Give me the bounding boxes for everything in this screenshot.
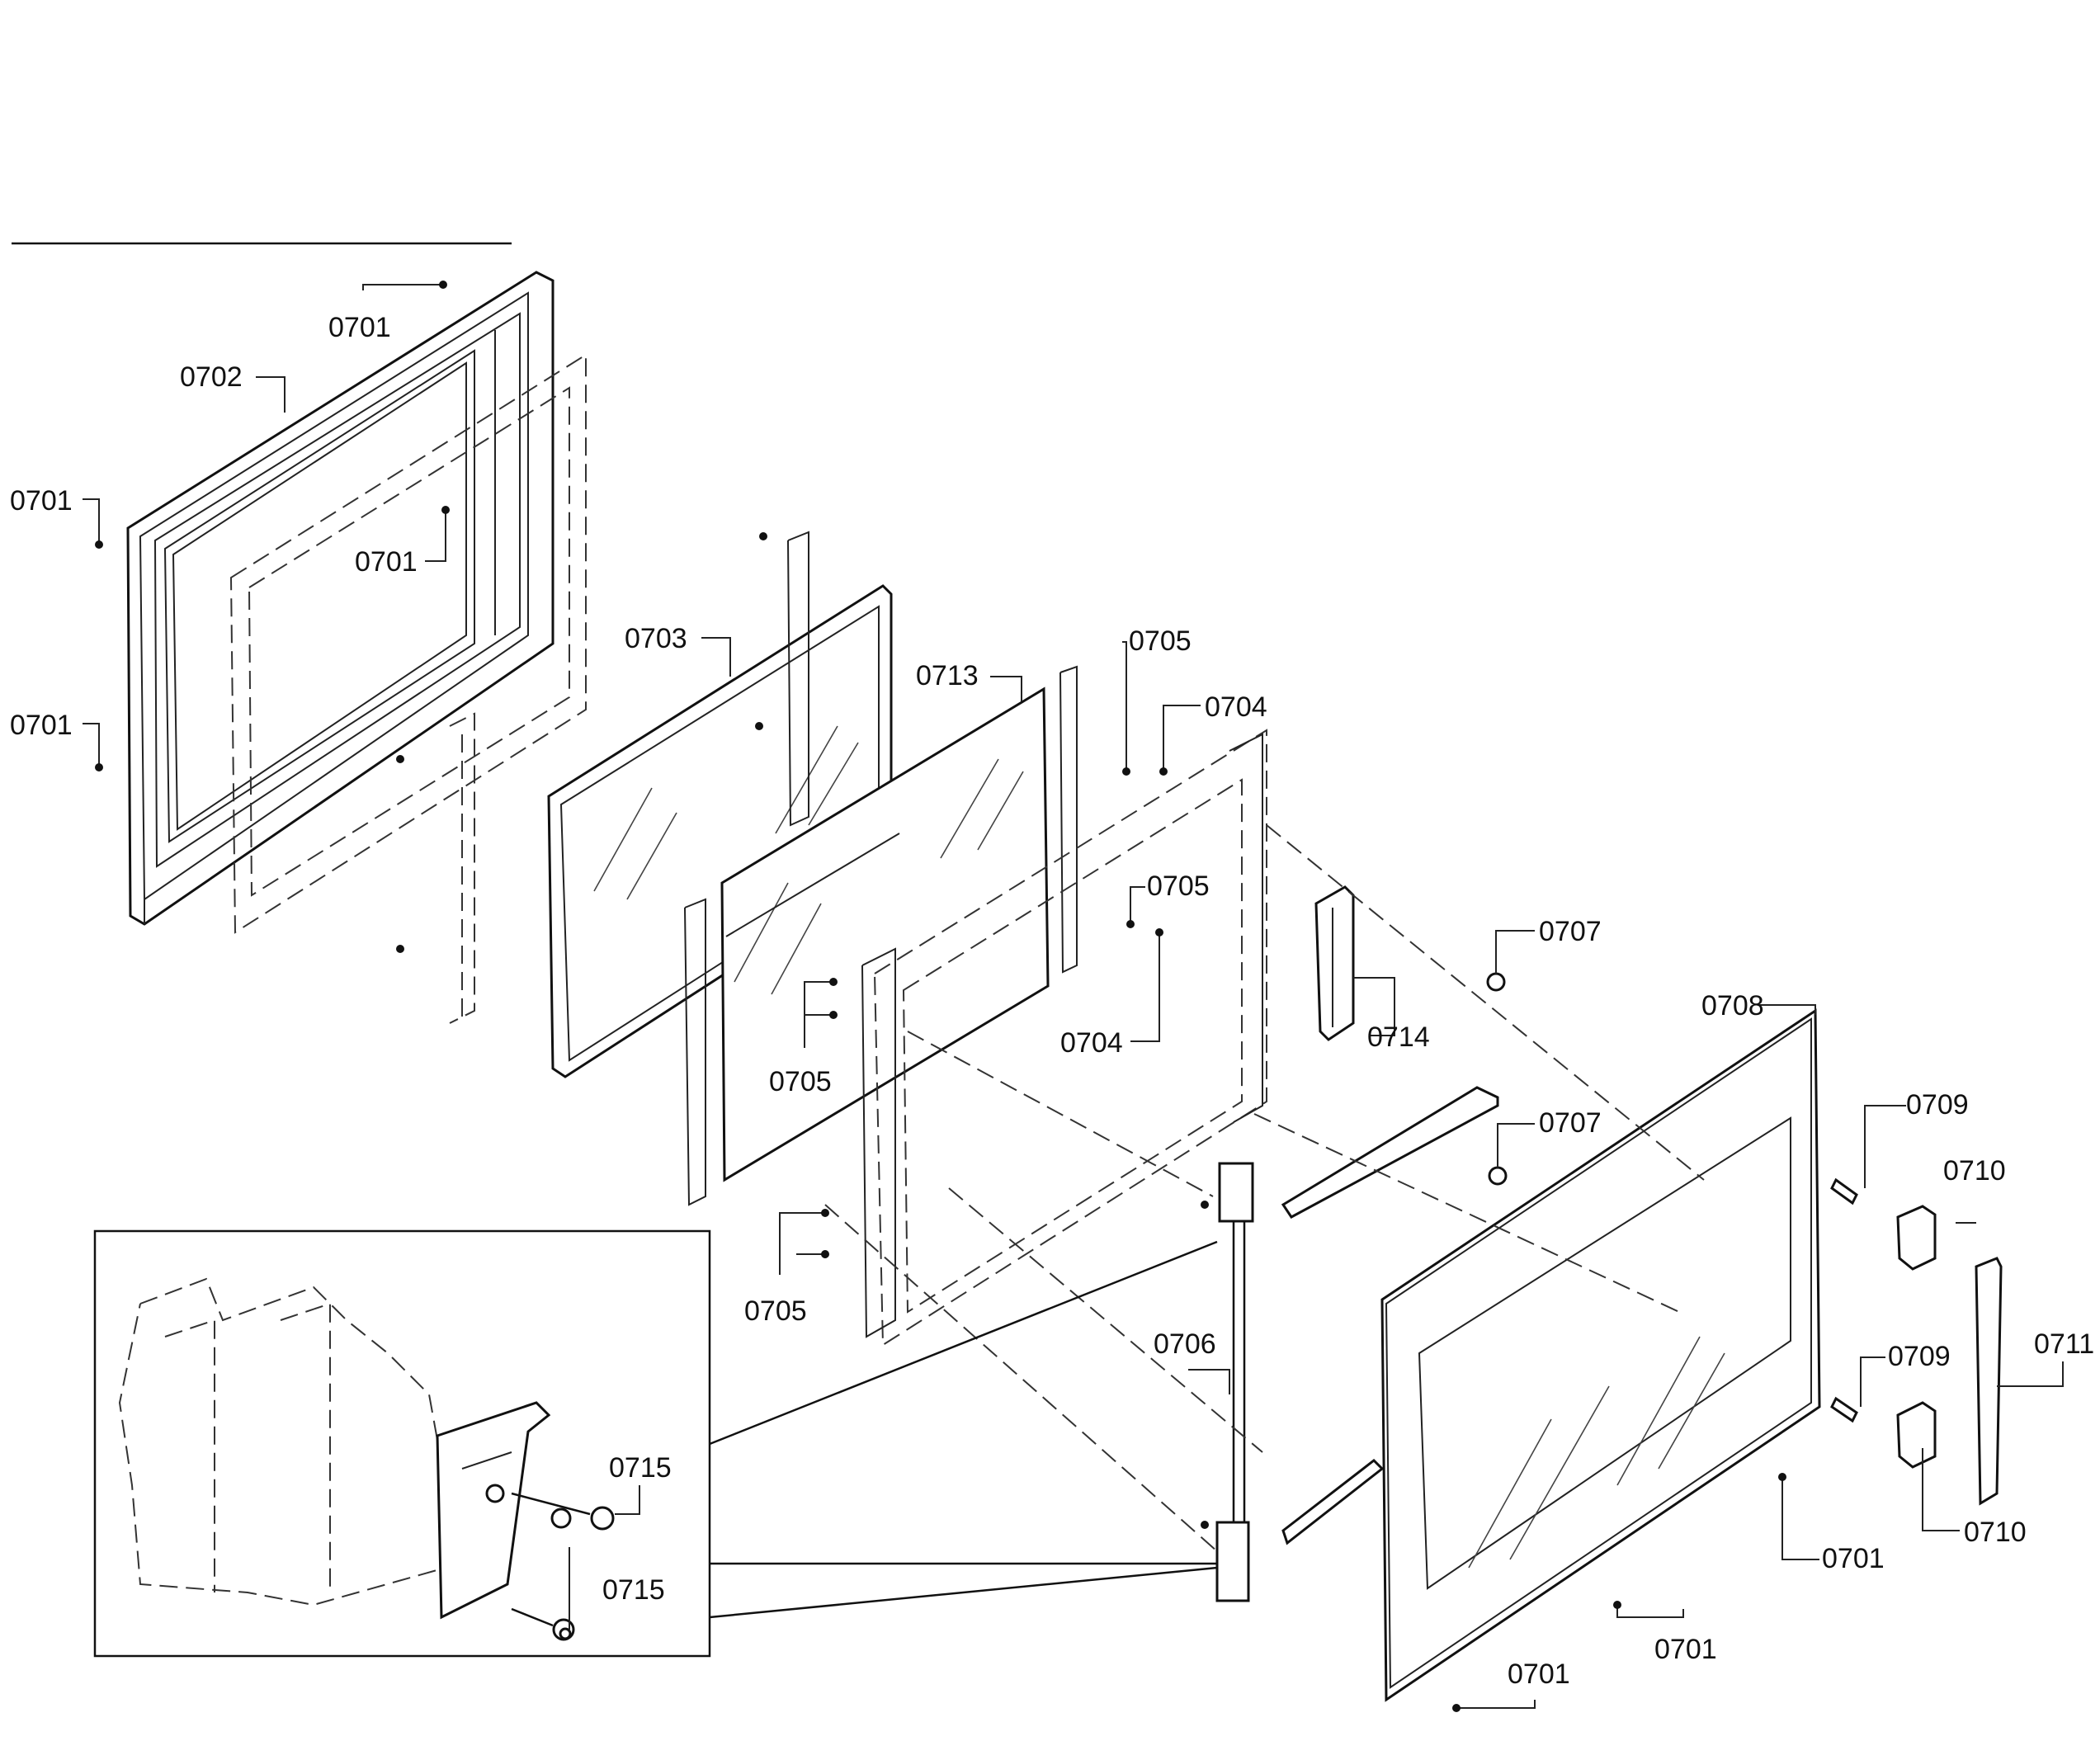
label-0701-right: 0701	[1822, 1543, 1885, 1574]
assembly-guide-lines	[824, 824, 1705, 1552]
label-0703: 0703	[625, 623, 687, 654]
label-0710-top: 0710	[1943, 1155, 2006, 1187]
middle-glass-part	[720, 686, 1050, 1182]
label-0705-top: 0705	[1129, 625, 1192, 657]
label-0715-bottom: 0715	[602, 1574, 665, 1606]
door-frame-part	[126, 271, 554, 926]
hinge-rod-part	[1215, 1162, 1254, 1602]
hinge-arm-part	[1281, 1086, 1499, 1545]
label-0701-left-lower: 0701	[10, 710, 73, 741]
label-0714: 0714	[1367, 1021, 1430, 1053]
callout-leaders	[83, 281, 2064, 1712]
label-0701-bottom-middle: 0701	[1654, 1634, 1717, 1665]
label-0701-top: 0701	[328, 312, 391, 343]
label-0715-top: 0715	[609, 1452, 672, 1484]
washer-part	[1486, 972, 1506, 992]
label-0706: 0706	[1154, 1328, 1216, 1360]
handle-pin-part	[1830, 1177, 1858, 1423]
label-0704-top: 0704	[1205, 691, 1267, 723]
label-0708: 0708	[1701, 990, 1764, 1021]
label-0711: 0711	[2034, 1328, 2094, 1360]
label-0701-inner: 0701	[355, 546, 418, 578]
inset-leader-lines	[709, 1240, 1218, 1619]
hinge-bracket-part	[1314, 885, 1355, 1041]
label-0709-bottom: 0709	[1888, 1341, 1951, 1372]
glass-clip-part	[1059, 665, 1078, 974]
label-0705-middle: 0705	[1147, 870, 1210, 902]
label-0702: 0702	[180, 361, 243, 393]
door-gasket-part	[229, 353, 587, 1024]
label-0707-bottom: 0707	[1539, 1107, 1602, 1139]
inner-frame-part	[861, 729, 1267, 1347]
label-0705-pair-a: 0705	[769, 1066, 832, 1097]
label-0709-top: 0709	[1906, 1089, 1969, 1121]
label-0707-top: 0707	[1539, 916, 1602, 947]
label-0701-left-upper: 0701	[10, 485, 73, 517]
label-0713: 0713	[916, 660, 979, 691]
handle-bar-part	[1975, 1257, 2003, 1506]
handle-endcap-part	[1896, 1205, 1937, 1469]
outer-door-panel-part	[1380, 1008, 1821, 1702]
label-0710-bottom: 0710	[1964, 1517, 2027, 1548]
label-0701-bottom-left: 0701	[1508, 1658, 1570, 1690]
washer-part-2	[1488, 1166, 1508, 1186]
label-0704-middle: 0704	[1060, 1027, 1123, 1059]
detail-inset	[93, 1229, 711, 1658]
spacer-strip-part	[684, 531, 809, 1206]
label-0705-pair-b: 0705	[744, 1295, 807, 1327]
